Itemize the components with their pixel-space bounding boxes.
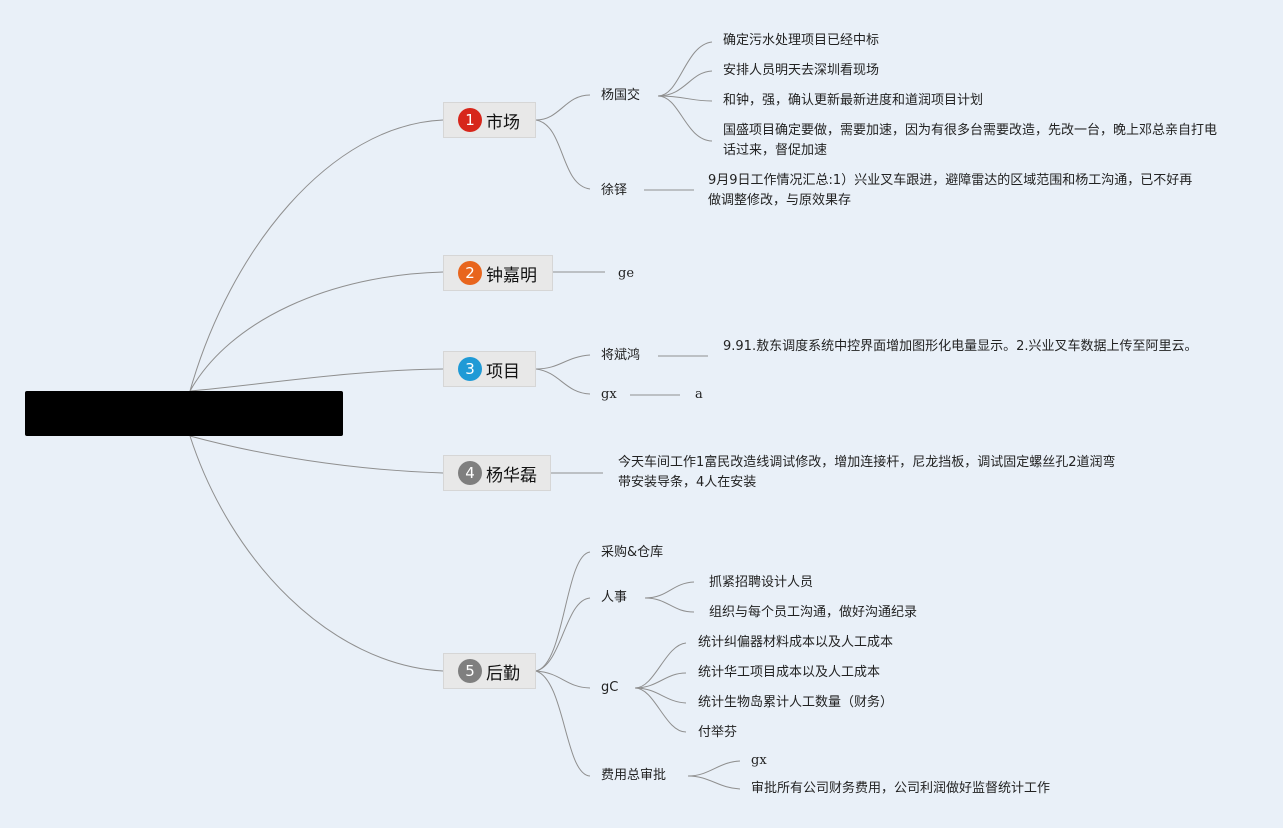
node-xu-duo[interactable]: 徐铎 xyxy=(601,183,628,198)
number-badge-1: 1 xyxy=(458,108,482,132)
leaf-item[interactable]: a xyxy=(695,387,703,402)
leaf-item[interactable]: 付举芬 xyxy=(698,725,738,740)
leaf-item[interactable]: 安排人员明天去深圳看现场 xyxy=(723,63,880,78)
number-badge-3: 3 xyxy=(458,357,482,381)
leaf-item[interactable]: 国盛项目确定要做，需要加速，因为有很多台需要改造，先改一台，晚上邓总亲自打电话过… xyxy=(723,123,1218,158)
number-badge-5: 5 xyxy=(458,659,482,683)
branch-label: 项目 xyxy=(486,361,520,382)
branch-project[interactable]: 3 项目 xyxy=(443,351,536,387)
leaf-item[interactable]: 和钟，强，确认更新最新进度和道润项目计划 xyxy=(723,93,984,108)
node-expense-approval[interactable]: 费用总审批 xyxy=(601,768,667,783)
leaf-item[interactable]: 统计纠偏器材料成本以及人工成本 xyxy=(698,635,894,650)
node-ge[interactable]: ge xyxy=(618,266,635,281)
leaf-item[interactable]: 统计生物岛累计人工数量（财务） xyxy=(698,695,894,710)
leaf-item[interactable]: gx xyxy=(751,753,767,768)
node-yang-guojiao[interactable]: 杨国交 xyxy=(601,88,641,103)
leaf-item[interactable]: 9.91.敖东调度系统中控界面增加图形化电量显示。2.兴业叉车数据上传至阿里云。 xyxy=(723,339,1198,354)
number-badge-4: 4 xyxy=(458,461,482,485)
branch-logistics[interactable]: 5 后勤 xyxy=(443,653,536,689)
branch-label: 杨华磊 xyxy=(486,465,537,486)
leaf-item[interactable]: 今天车间工作1富民改造线调试修改，增加连接杆，尼龙挡板，调试固定螺丝孔2道润弯带… xyxy=(618,455,1116,490)
number-badge-2: 2 xyxy=(458,261,482,285)
node-gx[interactable]: gx xyxy=(601,387,617,402)
branch-label: 后勤 xyxy=(486,663,520,684)
leaf-item[interactable]: 9月9日工作情况汇总:1）兴业叉车跟进，避障雷达的区域范围和杨工沟通，已不好再做… xyxy=(708,173,1193,208)
branch-label: 市场 xyxy=(486,112,520,133)
leaf-item[interactable]: 审批所有公司财务费用，公司利润做好监督统计工作 xyxy=(751,781,1051,796)
leaf-item[interactable]: 统计华工项目成本以及人工成本 xyxy=(698,665,881,680)
branch-zhong-jiaming[interactable]: 2 钟嘉明 xyxy=(443,255,553,291)
branch-label: 钟嘉明 xyxy=(486,265,537,286)
node-gc[interactable]: gC xyxy=(601,680,619,695)
root-node[interactable] xyxy=(25,391,343,436)
leaf-item[interactable]: 组织与每个员工沟通，做好沟通纪录 xyxy=(709,605,918,620)
node-jiang-binhong[interactable]: 将斌鸿 xyxy=(601,348,641,363)
node-hr[interactable]: 人事 xyxy=(601,590,628,605)
node-purchasing[interactable]: 采购&仓库 xyxy=(601,545,664,560)
leaf-item[interactable]: 抓紧招聘设计人员 xyxy=(709,575,814,590)
branch-yang-hualei[interactable]: 4 杨华磊 xyxy=(443,455,551,491)
branch-market[interactable]: 1 市场 xyxy=(443,102,536,138)
leaf-item[interactable]: 确定污水处理项目已经中标 xyxy=(723,33,880,48)
